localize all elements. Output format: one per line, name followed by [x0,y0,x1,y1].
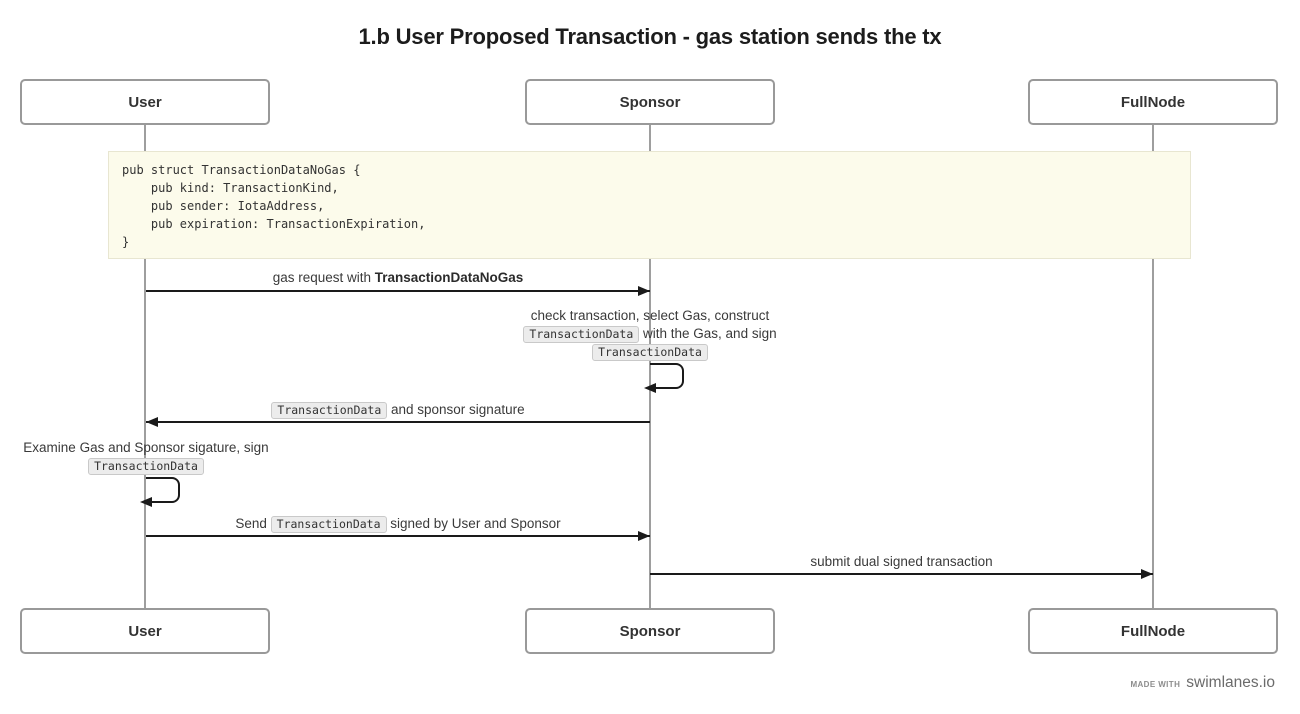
code-line-3: pub sender: IotaAddress, [122,199,325,213]
arrowhead-left-icon [146,417,158,427]
diagram-title: 1.b User Proposed Transaction - gas stat… [358,24,942,49]
transactiondata-chip: TransactionData [271,402,388,419]
submit-text: submit dual signed transaction [810,554,993,569]
gas-request-bold: TransactionDataNoGas [374,270,524,285]
actor-sponsor-top-label: Sponsor [619,93,681,111]
code-line-5: } [122,235,130,249]
actor-user-top: User [20,79,270,125]
sponsor-self-line2-rest: with the Gas, and sign [639,326,777,341]
arrowhead-right-icon [638,531,650,541]
actor-fullnode-bottom-label: FullNode [1120,622,1186,640]
code-line-4: pub expiration: TransactionExpiration, [122,217,426,231]
actor-user-bottom-label: User [128,622,162,640]
message-line-return-signed [146,421,650,423]
code-line-2: pub kind: TransactionKind, [122,181,339,195]
message-label-gas-request: gas request with TransactionDataNoGas [146,269,650,287]
message-label-user-self: Examine Gas and Sponsor sigature, sign T… [0,439,292,475]
send-signed-suffix: signed by User and Sponsor [386,516,561,531]
user-self-line1: Examine Gas and Sponsor sigature, sign [23,440,269,455]
arrowhead-right-icon [1141,569,1153,579]
sponsor-self-line3: TransactionData [400,343,900,361]
code-line-1: pub struct TransactionDataNoGas { [122,163,361,177]
lifeline-fullnode [1152,125,1154,608]
lifeline-user [144,125,146,608]
return-signed-text: and sponsor signature [387,402,525,417]
actor-sponsor-bottom: Sponsor [525,608,775,654]
transactiondata-chip: TransactionData [523,326,640,343]
arrowhead-left-icon [644,383,656,393]
actor-user-top-label: User [128,93,162,111]
transactiondata-chip: TransactionData [592,344,708,361]
swimlanes-brand-link[interactable]: swimlanes.io [1186,674,1275,691]
actor-sponsor-top: Sponsor [525,79,775,125]
footer: made with swimlanes.io [1130,674,1275,692]
message-line-gas-request [146,290,650,292]
send-signed-prefix: Send [235,516,271,531]
message-line-submit [650,573,1153,575]
actor-fullnode-bottom: FullNode [1028,608,1278,654]
message-label-submit: submit dual signed transaction [650,553,1153,571]
transactiondata-chip: TransactionData [270,516,387,533]
message-line-send-signed [146,535,650,537]
self-loop-sponsor [650,363,684,389]
code-note: pub struct TransactionDataNoGas { pub ki… [108,151,1191,259]
message-label-send-signed: Send TransactionData signed by User and … [146,515,650,533]
arrowhead-left-icon [140,497,152,507]
actor-fullnode-top-label: FullNode [1120,93,1186,111]
made-with-label: made with [1130,680,1181,689]
gas-request-text: gas request with [272,270,375,285]
sponsor-self-line1: check transaction, select Gas, construct [530,308,770,323]
message-label-return-signed: TransactionData and sponsor signature [146,401,650,419]
transactiondata-chip: TransactionData [88,458,204,475]
message-label-sponsor-self: check transaction, select Gas, construct… [400,307,900,361]
self-loop-user [146,477,180,503]
sponsor-self-line2: TransactionData with the Gas, and sign [400,325,900,343]
arrowhead-right-icon [638,286,650,296]
actor-fullnode-top: FullNode [1028,79,1278,125]
user-self-line2: TransactionData [0,457,292,475]
actor-sponsor-bottom-label: Sponsor [619,622,681,640]
actor-user-bottom: User [20,608,270,654]
